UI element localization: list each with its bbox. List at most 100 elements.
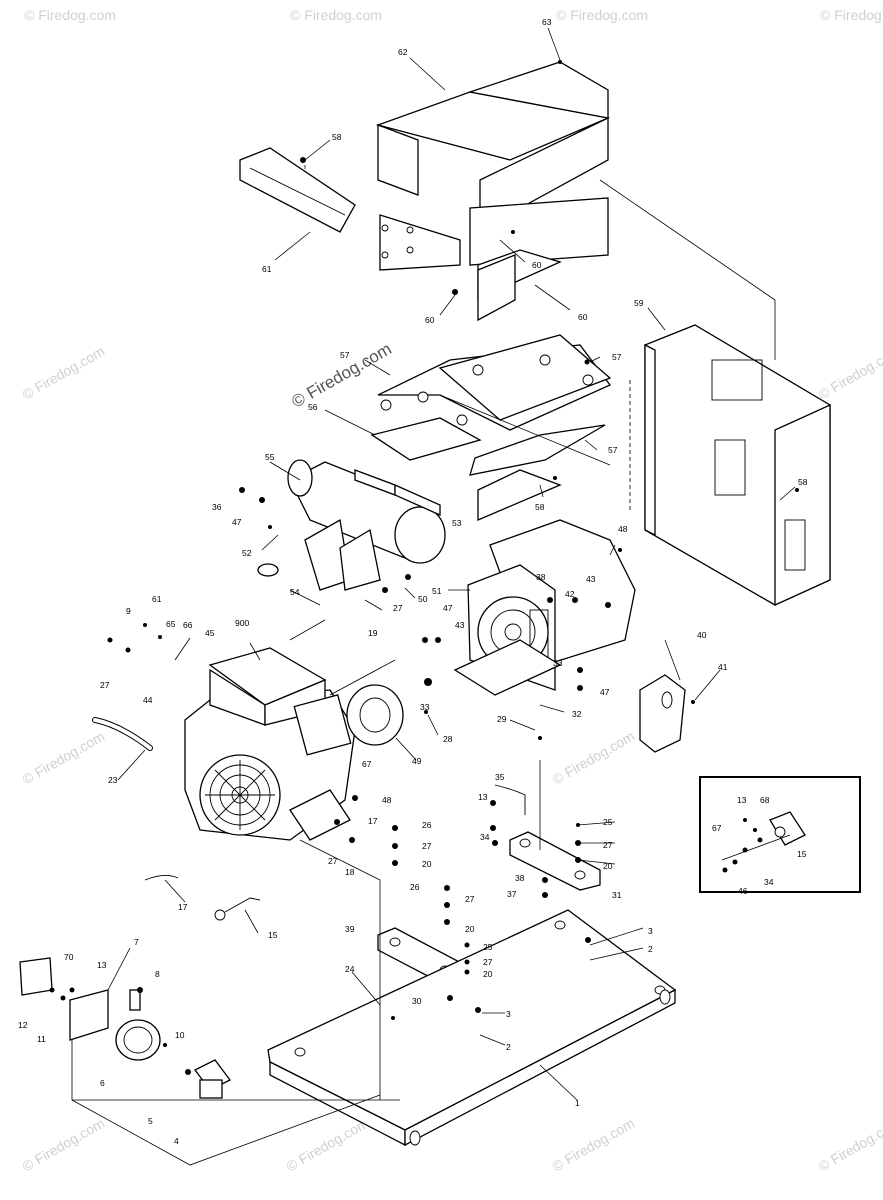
part-label: 8	[155, 969, 160, 979]
part-label: 20	[483, 969, 493, 979]
part-label: 52	[242, 548, 252, 558]
part-label: 26	[422, 820, 432, 830]
part-label: 55	[265, 452, 275, 462]
part-label: 6	[100, 1078, 105, 1088]
part-label: 58	[535, 502, 545, 512]
part-label: 45	[205, 628, 215, 638]
part-label: 54	[290, 587, 300, 597]
gas-regulator	[19, 957, 231, 1099]
inset-detail	[699, 776, 861, 893]
part-labels: 63 62 58 61 60 60 60 59 57 57 56 57 58 5…	[18, 17, 808, 1146]
part-label: 3	[506, 1009, 511, 1019]
part-label: 61	[152, 594, 162, 604]
callout-leaders	[107, 27, 796, 1101]
part-label: 43	[586, 574, 596, 584]
part-label: 33	[553, 658, 563, 668]
part-label: 63	[542, 17, 552, 27]
part-label: 35	[495, 772, 505, 782]
watermark: © Firedog.com	[290, 7, 382, 23]
part-label: 27	[483, 957, 493, 967]
part-label: 27	[422, 841, 432, 851]
part-label: 33	[420, 702, 430, 712]
part-label: 38	[515, 873, 525, 883]
part-label: 25	[603, 817, 613, 827]
engine	[184, 647, 356, 841]
part-label: 51	[432, 586, 442, 596]
part-label: 2	[506, 1042, 511, 1052]
part-label: 70	[64, 952, 74, 962]
part-label: 10	[175, 1030, 185, 1040]
part-label: 53	[452, 518, 462, 528]
part-label: 57	[612, 352, 622, 362]
watermark: © Firedog.com	[24, 7, 116, 23]
part-label: 42	[565, 589, 575, 599]
part-label: 56	[308, 402, 318, 412]
part-label: 48	[382, 795, 392, 805]
part-label: 47	[600, 687, 610, 697]
part-label: 28	[443, 734, 453, 744]
part-label: 41	[718, 662, 728, 672]
part-label: 5	[148, 1116, 153, 1126]
part-label: 62	[398, 47, 408, 57]
part-label: 49	[412, 756, 422, 766]
part-label: 31	[612, 890, 622, 900]
part-label: 20	[422, 859, 432, 869]
part-label: 27	[603, 840, 613, 850]
part-label: 30	[412, 996, 422, 1006]
part-label: 34	[480, 832, 490, 842]
part-label: 15	[268, 930, 278, 940]
part-label: 900	[235, 618, 249, 628]
base-frame	[267, 909, 677, 1147]
part-label: 60	[425, 315, 435, 325]
part-label: 15	[797, 849, 807, 859]
part-label: 36	[212, 502, 222, 512]
part-label: 13	[737, 795, 747, 805]
part-label: 38	[536, 572, 546, 582]
watermark: © Firedog.com	[20, 1115, 108, 1175]
part-label: 68	[760, 795, 770, 805]
part-label: 34	[764, 877, 774, 887]
part-label: 48	[618, 524, 628, 534]
part-label: 43	[455, 620, 465, 630]
part-label: 2	[648, 944, 653, 954]
part-label: 27	[100, 680, 110, 690]
watermark: © Firedog.com	[284, 1115, 372, 1175]
part-label: 17	[178, 902, 188, 912]
part-label: 1	[575, 1098, 580, 1108]
top-cover-assembly	[304, 61, 611, 322]
part-label: 3	[648, 926, 653, 936]
part-label: 20	[465, 924, 475, 934]
phantom-lines	[71, 179, 776, 1166]
top-deck-assembly	[370, 334, 612, 521]
part-label: 57	[340, 350, 350, 360]
part-label: 60	[532, 260, 542, 270]
part-label: 47	[232, 517, 242, 527]
part-label: 47	[443, 603, 453, 613]
part-label: 27	[393, 603, 403, 613]
misc-hoses	[92, 717, 526, 921]
part-label: 66	[183, 620, 193, 630]
part-label: 24	[345, 964, 355, 974]
watermark: © Firedog.com	[550, 1115, 638, 1175]
access-cover	[639, 674, 686, 753]
watermark: © Firedog.com	[556, 7, 648, 23]
watermark: © Firedog.com	[820, 7, 883, 23]
part-label: 46	[738, 886, 748, 896]
watermark: © Firedog.com	[550, 728, 638, 788]
part-label: 44	[143, 695, 153, 705]
part-label: 37	[507, 889, 517, 899]
part-label: 23	[108, 775, 118, 785]
part-label: 67	[362, 759, 372, 769]
part-label: 25	[483, 942, 493, 952]
part-label: 18	[345, 867, 355, 877]
part-label: 12	[18, 1020, 28, 1030]
part-label: 61	[262, 264, 272, 274]
part-label: 60	[578, 312, 588, 322]
part-label: 13	[478, 792, 488, 802]
part-label: 27	[328, 856, 338, 866]
part-label: 32	[572, 709, 582, 719]
part-label: 58	[798, 477, 808, 487]
fasteners	[49, 60, 799, 1075]
part-label: 59	[634, 298, 644, 308]
